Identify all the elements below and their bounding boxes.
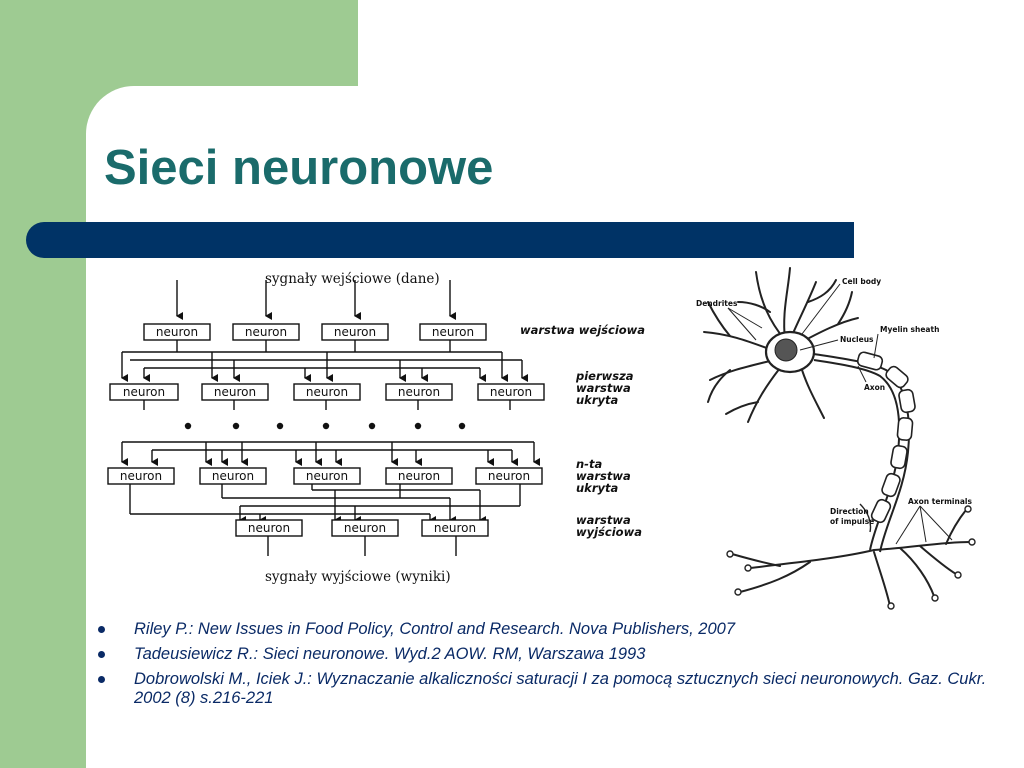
nucleus-annotation: Nucleus <box>840 335 874 344</box>
neuron-node-label: neuron <box>212 469 254 483</box>
input-layer-label: warstwa wejściowa <box>520 323 645 337</box>
neuron-node-label: neuron <box>156 325 198 339</box>
first-hidden-layer: neuron neuron neuron neuron neuron <box>109 383 545 401</box>
output-layer: neuron neuron neuron <box>235 519 489 537</box>
neuron-node-label: neuron <box>398 385 440 399</box>
neuron-node-label: neuron <box>398 469 440 483</box>
biological-neuron-figure: Cell body Dendrites Nucleus Myelin sheat… <box>696 267 976 610</box>
myelin-sheath-annotation: Myelin sheath <box>880 325 939 334</box>
neuron-node-label: neuron <box>488 469 530 483</box>
reference-text: Riley P.: New Issues in Food Policy, Con… <box>134 620 736 638</box>
neuron-node-label: neuron <box>306 385 348 399</box>
nth-hidden-layer-label-line3: ukryta <box>576 481 619 495</box>
output-signals-caption: sygnały wyjściowe (wyniki) <box>265 569 451 585</box>
nth-hidden-layer: neuron neuron neuron neuron neuron <box>107 467 543 485</box>
layer-ellipsis-dots <box>184 422 466 430</box>
axon-terminals-annotation: Axon terminals <box>908 497 972 506</box>
neuron-node-label: neuron <box>490 385 532 399</box>
input-layer: neuron neuron neuron neuron <box>143 323 487 341</box>
neuron-node-label: neuron <box>334 325 376 339</box>
bullet-icon <box>98 651 105 658</box>
content-panel <box>86 86 1024 768</box>
neuron-node-label: neuron <box>214 385 256 399</box>
reference-text: Dobrowolski M., Iciek J.: Wyznaczanie al… <box>134 670 987 707</box>
nth-hidden-layer-label-line1: n-ta <box>576 457 602 471</box>
first-hidden-layer-label-line1: pierwsza <box>575 369 634 383</box>
neuron-node-label: neuron <box>344 521 386 535</box>
nth-hidden-layer-label-line2: warstwa <box>576 469 631 483</box>
output-layer-label-line2: wyjściowa <box>576 525 642 539</box>
axon-annotation: Axon <box>864 383 885 392</box>
neuron-node-label: neuron <box>245 325 287 339</box>
bullet-icon <box>98 626 105 633</box>
bullet-icon <box>98 676 105 683</box>
neuron-node-label: neuron <box>123 385 165 399</box>
reference-item: Dobrowolski M., Iciek J.: Wyznaczanie al… <box>96 670 996 708</box>
reference-list: Riley P.: New Issues in Food Policy, Con… <box>96 620 996 714</box>
slide-title: Sieci neuronowe <box>104 141 494 195</box>
neuron-node-label: neuron <box>248 521 290 535</box>
neuron-node-label: neuron <box>120 469 162 483</box>
title-underline-bar <box>26 222 854 258</box>
neuron-node-label: neuron <box>432 325 474 339</box>
direction-annotation-line2: of impulse <box>830 517 874 526</box>
input-signals-caption: sygnały wejściowe (dane) <box>265 271 440 287</box>
reference-item: Tadeusiewicz R.: Sieci neuronowe. Wyd.2 … <box>96 645 996 664</box>
output-layer-label-line1: warstwa <box>576 513 631 527</box>
dendrites-annotation: Dendrites <box>696 299 738 308</box>
reference-text: Tadeusiewicz R.: Sieci neuronowe. Wyd.2 … <box>134 645 646 663</box>
neuron-node-label: neuron <box>306 469 348 483</box>
direction-annotation-line1: Direction <box>830 507 869 516</box>
first-hidden-layer-label-line3: ukryta <box>576 393 619 407</box>
neuron-node-label: neuron <box>434 521 476 535</box>
network-diagram: sygnały wejściowe (dane) neuron neuron n… <box>107 271 645 585</box>
cell-body-annotation: Cell body <box>842 277 881 286</box>
reference-item: Riley P.: New Issues in Food Policy, Con… <box>96 620 996 639</box>
first-hidden-layer-label-line2: warstwa <box>576 381 631 395</box>
